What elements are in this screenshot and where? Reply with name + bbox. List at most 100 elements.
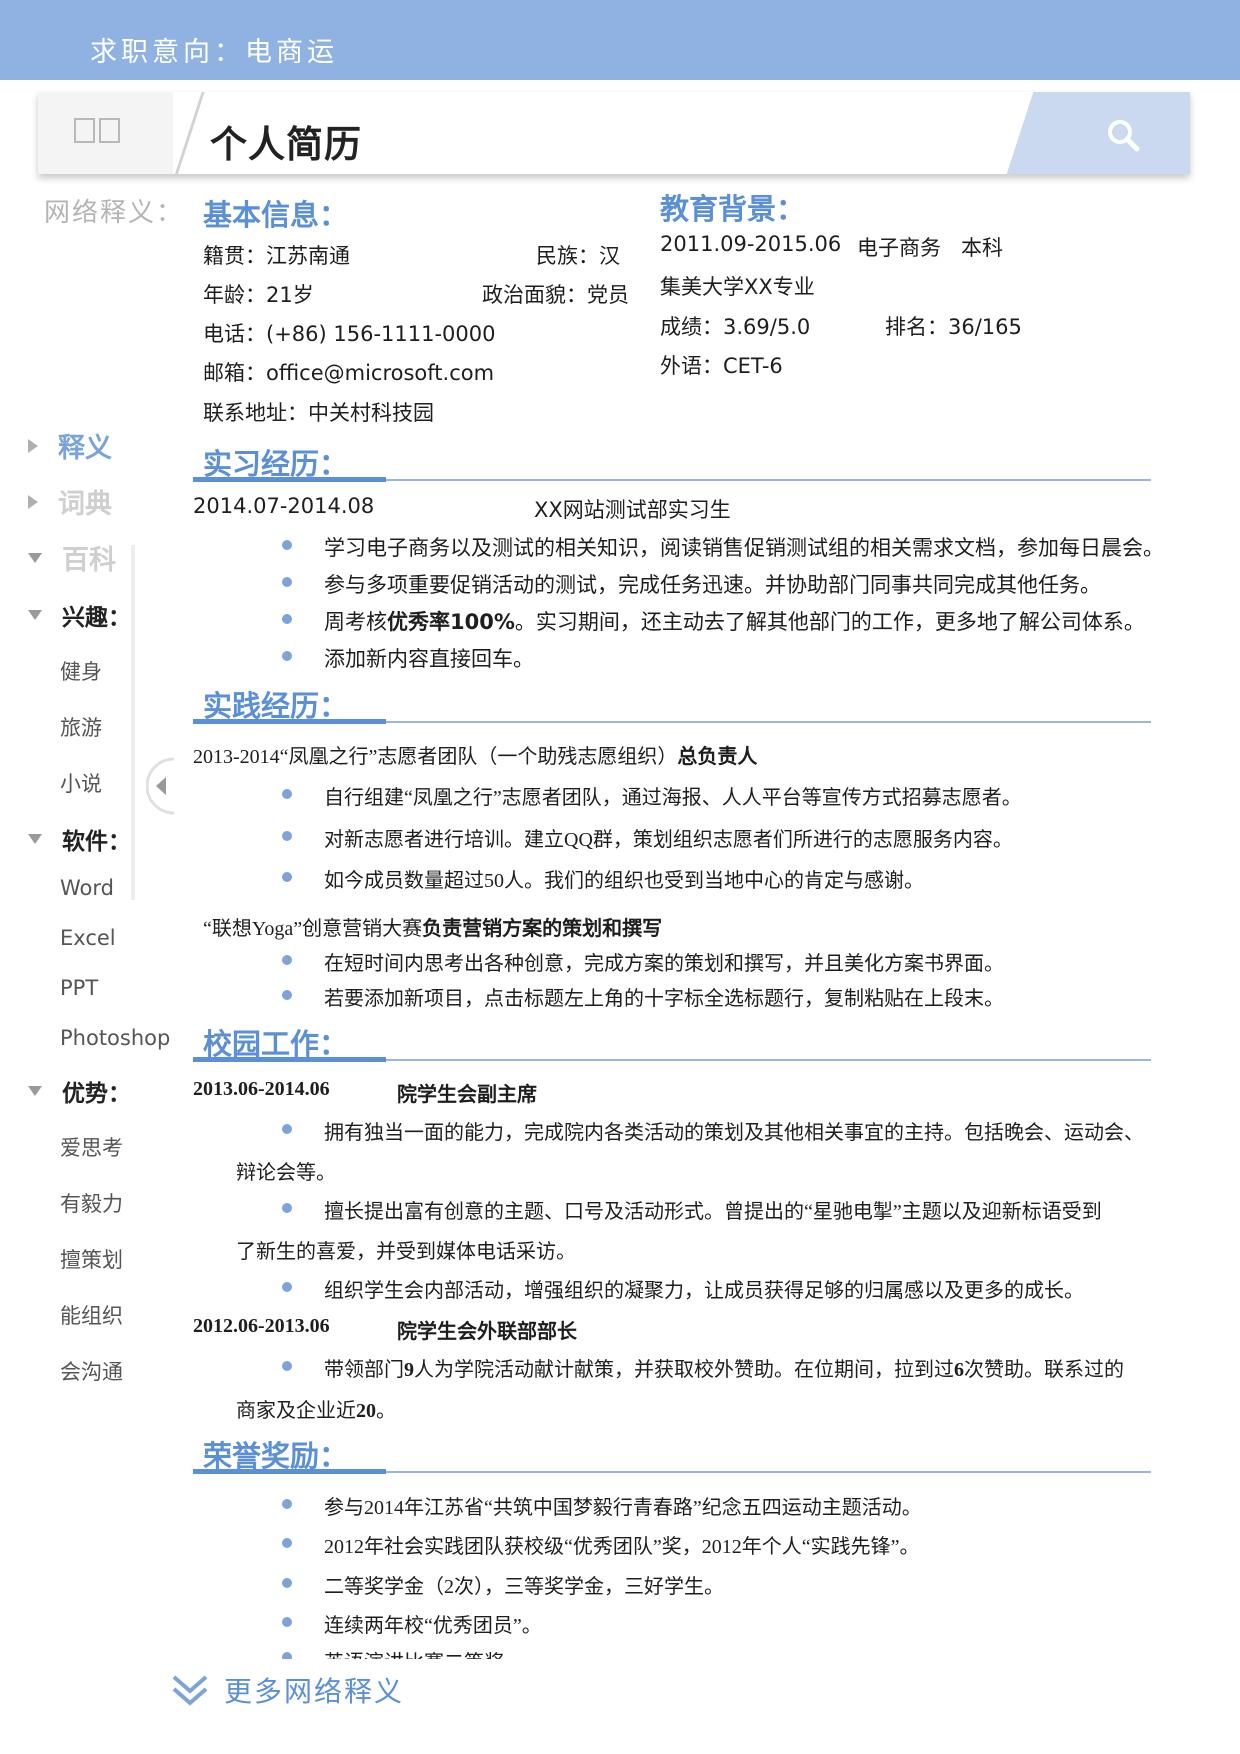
honor-item: 参与2014年江苏省“共筑中国梦毅行青春路”纪念五四运动主题活动。 bbox=[324, 1497, 922, 1519]
sidebar-item[interactable]: 爱思考 bbox=[60, 1136, 123, 1160]
section-title-basic: 基本信息： bbox=[203, 198, 349, 232]
bullet-dot bbox=[282, 1578, 292, 1588]
sidebar-item[interactable]: Photoshop bbox=[60, 1026, 171, 1050]
section-divider-accent bbox=[193, 1469, 386, 1474]
bullet-dot bbox=[282, 1499, 292, 1509]
sidebar-group-software[interactable]: 软件： bbox=[28, 822, 131, 856]
basic-hometown: 籍贯：江苏南通 bbox=[203, 244, 350, 268]
basic-phone: 电话：(+86) 156-1111-0000 bbox=[203, 322, 496, 346]
intern-role: XX网站测试部实习生 bbox=[534, 498, 731, 522]
section-divider bbox=[193, 721, 1151, 723]
section-divider bbox=[193, 1471, 1151, 1473]
practice-bullet: 对新志愿者进行培训。建立QQ群，策划组织志愿者们所进行的志愿服务内容。 bbox=[324, 829, 1013, 851]
sidebar-item[interactable]: Excel bbox=[60, 926, 116, 950]
campus-bullet: 组织学生会内部活动，增强组织的凝聚力，让成员获得足够的归属感以及更多的成长。 bbox=[324, 1280, 1084, 1302]
more-definitions-link[interactable]: 更多网络释义 bbox=[224, 1675, 405, 1708]
sidebar-tab-cidian[interactable]: 词典 bbox=[28, 482, 112, 521]
section-divider-accent bbox=[193, 1057, 386, 1062]
text-run: 人为学院活动献计献策，并获取校外赞助。在位期间，拉到过 bbox=[414, 1359, 954, 1381]
sidebar-item[interactable]: 会沟通 bbox=[60, 1360, 123, 1384]
section-title-honors: 荣誉奖励： bbox=[203, 1439, 349, 1473]
text-run: 2013-2014“凤凰之行”志愿者团队（一个助残志愿组织） bbox=[193, 746, 678, 768]
text-run: 周考核 bbox=[324, 610, 387, 634]
honor-item: 连续两年校“优秀团员”。 bbox=[324, 1615, 542, 1637]
sidebar-item[interactable]: 能组织 bbox=[60, 1304, 123, 1328]
text-run-bold: 优秀率100% bbox=[387, 610, 515, 634]
bullet-dot bbox=[282, 540, 292, 550]
sidebar-tab-label: 释义 bbox=[58, 433, 112, 464]
collapse-sidebar-icon[interactable] bbox=[146, 757, 176, 815]
page-title: 个人简历 bbox=[210, 123, 362, 166]
sidebar-item[interactable]: 旅游 bbox=[60, 716, 102, 740]
practice-bullet: 在短时间内思考出各种创意，完成方案的策划和撰写，并且美化方案书界面。 bbox=[324, 953, 1004, 975]
section-title-education: 教育背景： bbox=[660, 192, 806, 226]
bullet-dot bbox=[282, 1361, 292, 1371]
edu-rank: 排名：36/165 bbox=[885, 315, 1022, 339]
bullet-dot bbox=[282, 872, 292, 882]
edu-school: 集美大学XX专业 bbox=[660, 275, 815, 299]
section-divider-accent bbox=[193, 719, 386, 724]
sidebar-item[interactable]: Word bbox=[60, 876, 114, 900]
sidebar-item[interactable]: 擅策划 bbox=[60, 1248, 123, 1272]
bullet-dot bbox=[282, 1282, 292, 1292]
text-run-bold: 总负责人 bbox=[677, 746, 758, 768]
edu-language: 外语：CET-6 bbox=[660, 354, 783, 378]
collapse-arrow-icon bbox=[28, 1086, 42, 1096]
bullet-dot bbox=[282, 1538, 292, 1548]
text-run-bold: 9 bbox=[404, 1359, 414, 1381]
bullet-dot bbox=[282, 955, 292, 965]
sidebar-tab-shiyi[interactable]: 释义 bbox=[28, 426, 112, 465]
text-run: 。实习期间，还主动去了解其他部门的工作，更多地了解公司体系。 bbox=[514, 610, 1145, 634]
sidebar-item[interactable]: 健身 bbox=[60, 660, 102, 684]
text-run: 带领部门 bbox=[324, 1359, 404, 1381]
sidebar-tab-label: 百科 bbox=[62, 545, 116, 576]
section-title-practice: 实践经历： bbox=[203, 689, 349, 723]
sidebar-item[interactable]: 小说 bbox=[60, 772, 102, 796]
search-icon[interactable] bbox=[1106, 118, 1140, 152]
intern-bullet: 参与多项重要促销活动的测试，完成任务迅速。并协助部门同事共同完成其他任务。 bbox=[324, 573, 1101, 597]
text-run: 。 bbox=[376, 1400, 396, 1422]
bullet-dot bbox=[282, 1124, 292, 1134]
section-divider bbox=[193, 1059, 1151, 1061]
bullet-dot bbox=[282, 651, 292, 661]
basic-age: 年龄：21岁 bbox=[203, 283, 314, 307]
bullet-dot bbox=[282, 990, 292, 1000]
campus-period: 2012.06-2013.06 bbox=[193, 1315, 330, 1337]
basic-email: 邮箱：office@microsoft.com bbox=[203, 361, 495, 385]
bullet-dot bbox=[282, 1203, 292, 1213]
intern-period: 2014.07-2014.08 bbox=[193, 494, 375, 518]
divider bbox=[174, 92, 205, 176]
campus-bullet: 擅长提出富有创意的主题、口号及活动形式。曾提出的“星驰电掣”主题以及迎新标语受到 bbox=[324, 1201, 1102, 1223]
text-run: 商家及企业近 bbox=[236, 1400, 356, 1422]
double-chevron-down-icon[interactable] bbox=[170, 1673, 210, 1709]
search-button[interactable] bbox=[1050, 92, 1190, 174]
campus-bullet: 拥有独当一面的能力，完成院内各类活动的策划及其他相关事宜的主持。包括晚会、运动会… bbox=[324, 1122, 1144, 1144]
sidebar-scrollbar[interactable] bbox=[131, 545, 135, 900]
sidebar-group-title: 软件： bbox=[62, 829, 131, 855]
practice-heading: 2013-2014“凤凰之行”志愿者团队（一个助残志愿组织）总负责人 bbox=[193, 740, 757, 769]
collapse-arrow-icon bbox=[28, 552, 42, 563]
expand-arrow-icon bbox=[28, 438, 38, 453]
edu-degree: 本科 bbox=[961, 236, 1003, 260]
sidebar-item[interactable]: 有毅力 bbox=[60, 1192, 123, 1216]
bullet-dot bbox=[282, 614, 292, 624]
sidebar-group-title: 优势： bbox=[62, 1081, 131, 1107]
honor-item: 二等奖学金（2次），三等奖学金，三好学生。 bbox=[324, 1576, 724, 1598]
search-bar[interactable]: 个人简历 bbox=[38, 92, 1190, 176]
intern-bullet: 周考核优秀率100%。实习期间，还主动去了解其他部门的工作，更多地了解公司体系。 bbox=[324, 606, 1145, 636]
campus-bullet-cont: 辩论会等。 bbox=[236, 1162, 336, 1184]
expand-arrow-icon bbox=[28, 494, 38, 509]
text-run: 次赞助。联系过的 bbox=[964, 1359, 1124, 1381]
sidebar-group-interests[interactable]: 兴趣： bbox=[28, 598, 131, 632]
sidebar-item[interactable]: PPT bbox=[60, 976, 99, 1000]
intern-bullet: 添加新内容直接回车。 bbox=[324, 647, 534, 671]
text-run-bold: 6 bbox=[954, 1359, 964, 1381]
text-run-bold: 20 bbox=[356, 1400, 376, 1422]
honor-item: 2012年社会实践团队获校级“优秀团队”奖，2012年个人“实践先锋”。 bbox=[324, 1536, 920, 1558]
sidebar-group-strengths[interactable]: 优势： bbox=[28, 1074, 131, 1108]
bullet-dot bbox=[282, 1617, 292, 1627]
bullet-dot bbox=[282, 1652, 292, 1659]
basic-politics: 政治面貌：党员 bbox=[482, 283, 629, 307]
sidebar-tab-baike[interactable]: 百科 bbox=[28, 538, 116, 577]
section-title-internship: 实习经历： bbox=[203, 447, 349, 481]
